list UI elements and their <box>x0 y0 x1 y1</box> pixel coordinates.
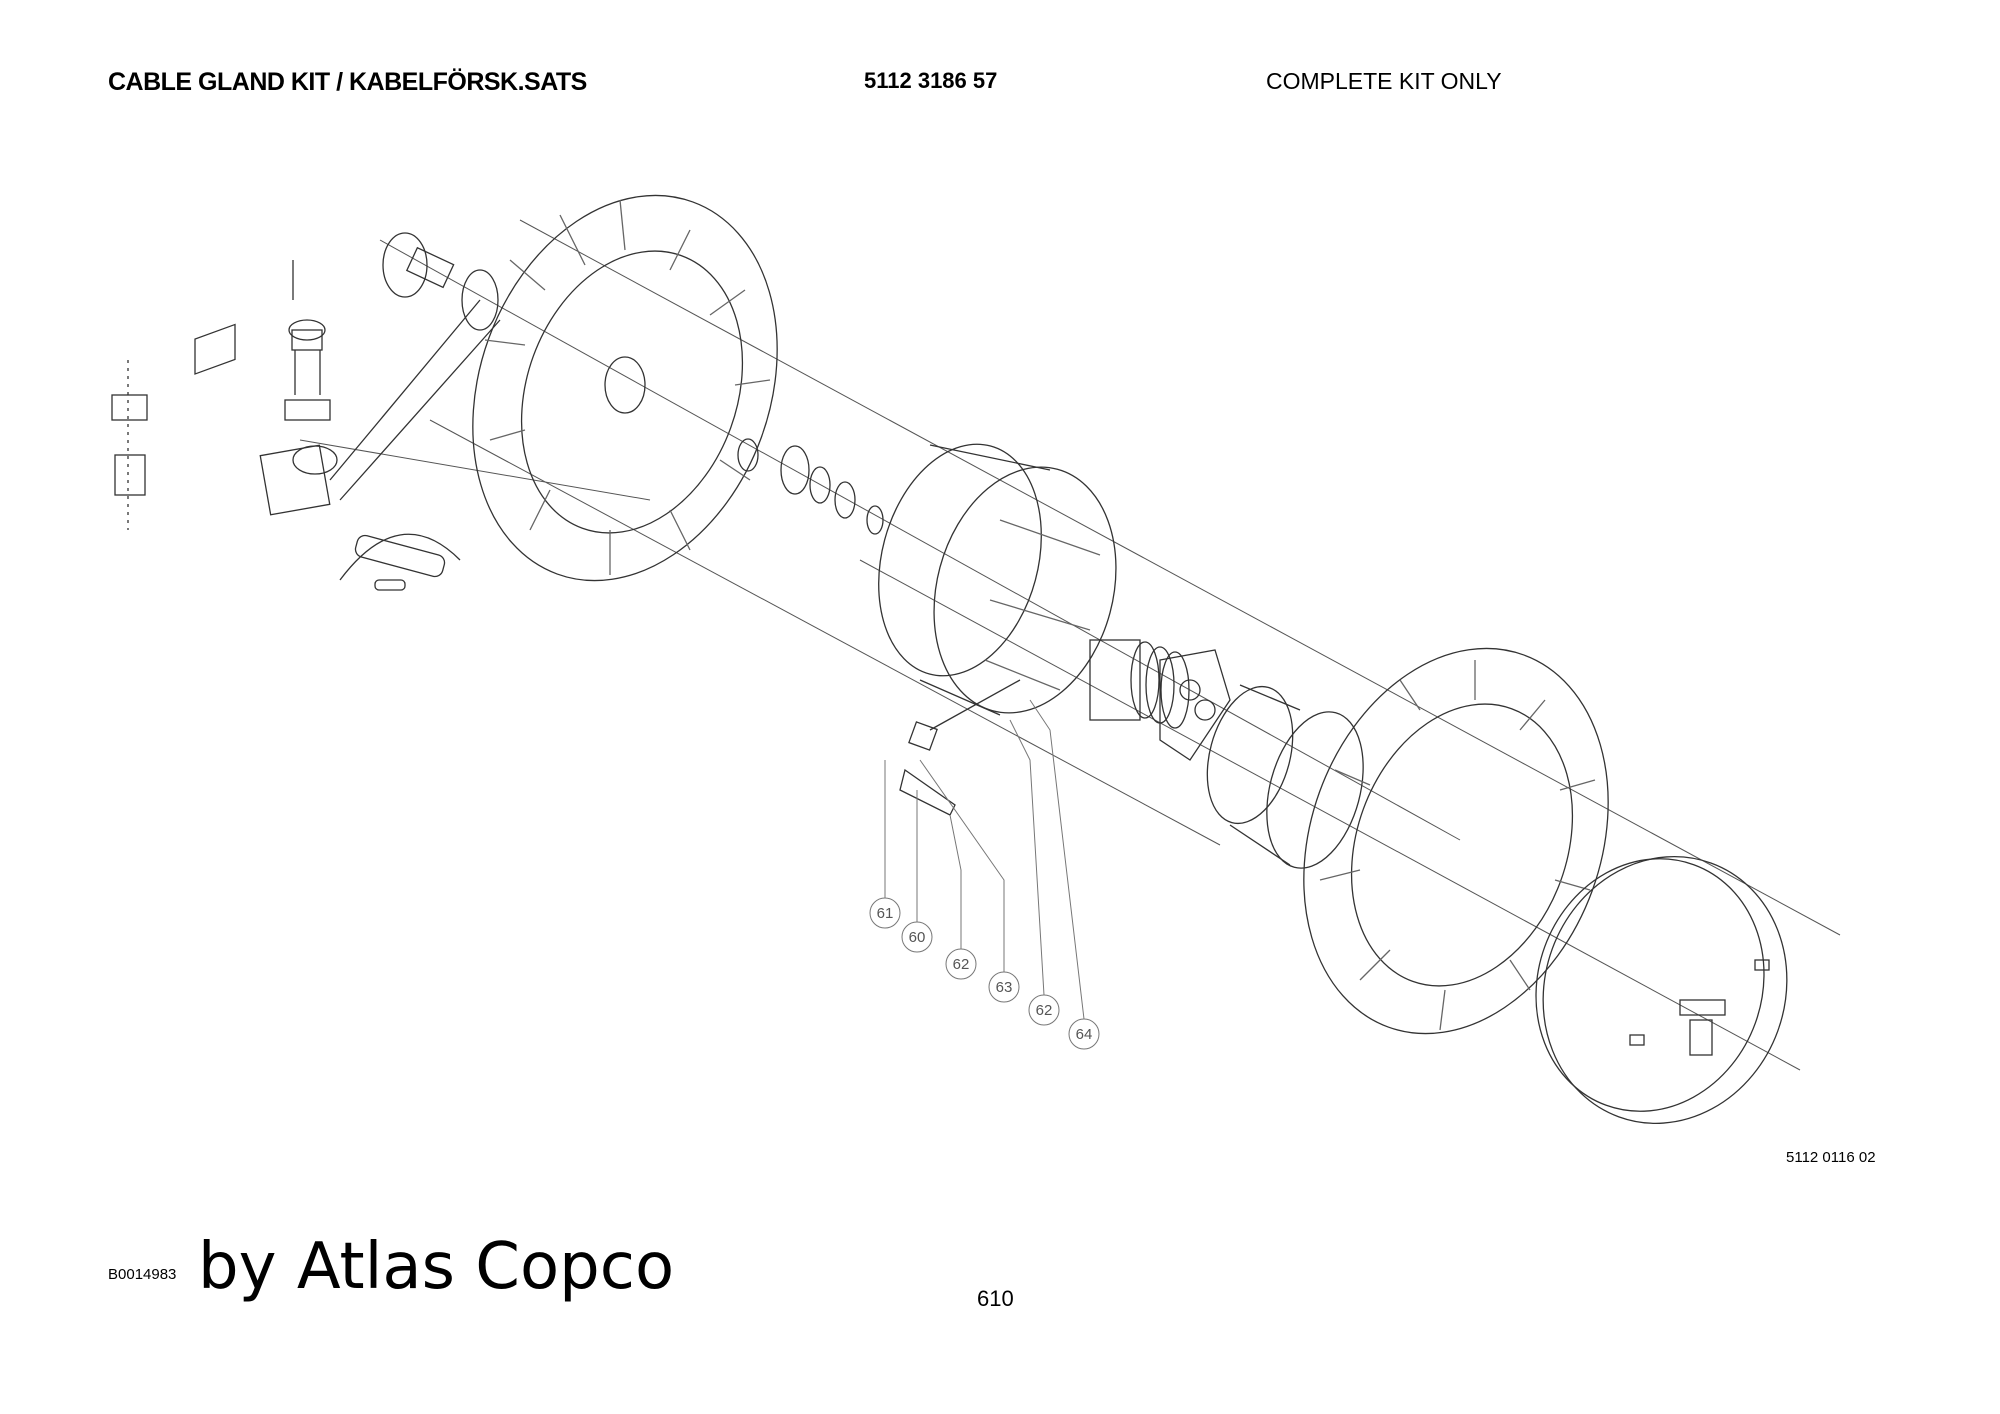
page-number: 610 <box>977 1286 1014 1311</box>
assembly-axis-lines <box>299 219 1841 1071</box>
left-reel-wheel <box>472 194 778 582</box>
cable-gland-parts <box>899 679 1021 816</box>
svg-text:64: 64 <box>1076 1026 1093 1043</box>
end-cover-plate <box>1535 856 1788 1124</box>
callout-62b: 62 <box>1028 994 1060 1026</box>
drawing-reference: 5112 0116 02 <box>1786 1149 1876 1166</box>
document-id: B0014983 <box>108 1266 177 1283</box>
page-title: CABLE GLAND KIT / KABELFÖRSK.SATS <box>108 68 587 96</box>
shaft-flange <box>382 232 499 331</box>
part-number: 5112 3186 57 <box>864 68 998 93</box>
slip-ring-unit <box>1089 639 1231 761</box>
brand-text: by Atlas Copco <box>198 1230 675 1304</box>
bearing-rings <box>737 438 884 535</box>
callout-leaders <box>884 699 1085 1020</box>
callout-61: 61 <box>869 897 901 929</box>
svg-text:61: 61 <box>877 905 894 922</box>
svg-text:63: 63 <box>996 979 1013 996</box>
svg-text:62: 62 <box>953 956 970 973</box>
kit-note: COMPLETE KIT ONLY <box>1266 68 1502 94</box>
cover-cylinder <box>1206 684 1364 869</box>
reel-drum <box>878 443 1117 716</box>
callout-64: 64 <box>1068 1018 1100 1050</box>
chain-parts <box>339 533 461 591</box>
right-reel-wheel <box>1303 647 1609 1035</box>
callout-60: 60 <box>901 921 933 953</box>
svg-text:62: 62 <box>1036 1002 1053 1019</box>
gearbox-assembly <box>111 260 501 530</box>
callout-63: 63 <box>988 971 1020 1003</box>
svg-text:60: 60 <box>909 929 926 946</box>
callout-62: 62 <box>945 948 977 980</box>
